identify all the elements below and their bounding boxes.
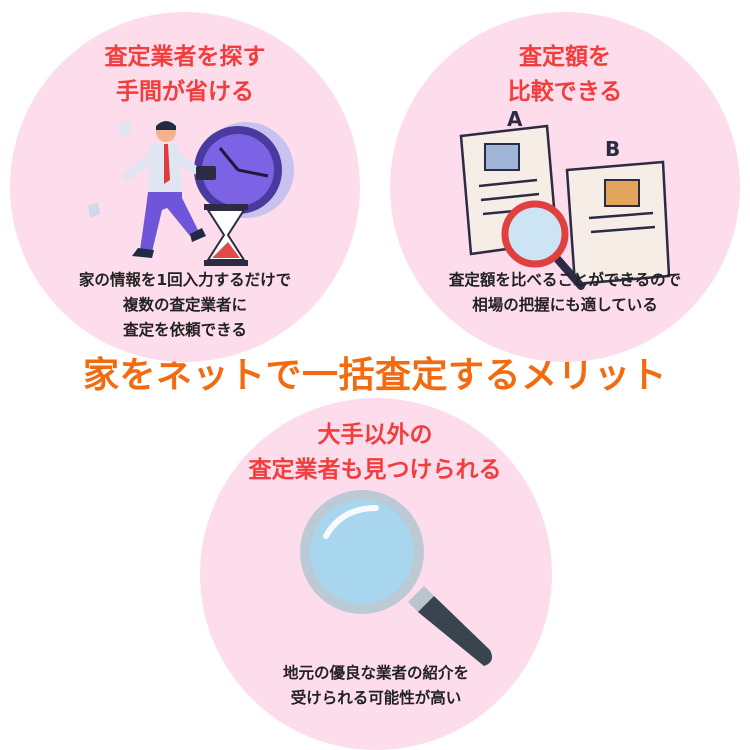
- benefit-3-title-line-2: 査定業者も見つけられる: [248, 457, 502, 483]
- running-businessman-icon: [88, 120, 294, 266]
- magnifying-glass-icon: [300, 490, 492, 666]
- benefit-2-description: 査定額を比べることができるので 相場の把握にも適している: [405, 268, 725, 318]
- benefit-3-desc-line-1: 地元の優良な業者の紹介を: [282, 664, 469, 682]
- doc-b-label: B: [605, 137, 620, 161]
- benefit-3-title-line-1: 大手以外の: [317, 422, 433, 448]
- benefit-1-title: 査定業者を探す 手間が省ける: [35, 40, 335, 110]
- magnifying-glass-icon: [501, 200, 585, 290]
- benefit-1-desc-line-2: 複数の査定業者に: [122, 296, 247, 314]
- doc-a-label: A: [507, 107, 523, 131]
- benefit-2-title-line-1: 査定額を: [519, 44, 611, 70]
- benefit-2-title: 査定額を 比較できる: [415, 40, 715, 110]
- hourglass-icon: [204, 204, 248, 266]
- benefit-3-desc-line-2: 受けられる可能性が高い: [290, 689, 462, 707]
- benefit-2-desc-line-2: 相場の把握にも適している: [472, 296, 658, 314]
- benefit-circle-2: [390, 12, 740, 362]
- benefit-1-description: 家の情報を1回入力するだけで 複数の査定業者に 査定を依頼できる: [25, 268, 345, 343]
- benefit-circle-1: [10, 12, 360, 362]
- clock-icon: [194, 122, 294, 218]
- benefit-2-title-line-2: 比較できる: [507, 79, 623, 105]
- benefit-1-desc-line-3: 査定を依頼できる: [123, 321, 247, 339]
- benefit-2-desc-line-1: 査定額を比べることができるので: [448, 271, 682, 289]
- benefit-3-description: 地元の優良な業者の紹介を 受けられる可能性が高い: [216, 661, 536, 711]
- benefit-3-title: 大手以外の 査定業者も見つけられる: [225, 418, 525, 488]
- benefit-1-desc-line-1: 家の情報を1回入力するだけで: [78, 271, 292, 289]
- benefit-1-title-line-2: 手間が省ける: [116, 79, 254, 105]
- main-title: 家をネットで一括査定するメリット: [82, 355, 667, 396]
- documents-compare-icon: A B: [459, 107, 671, 290]
- benefit-1-title-line-1: 査定業者を探す: [104, 44, 266, 70]
